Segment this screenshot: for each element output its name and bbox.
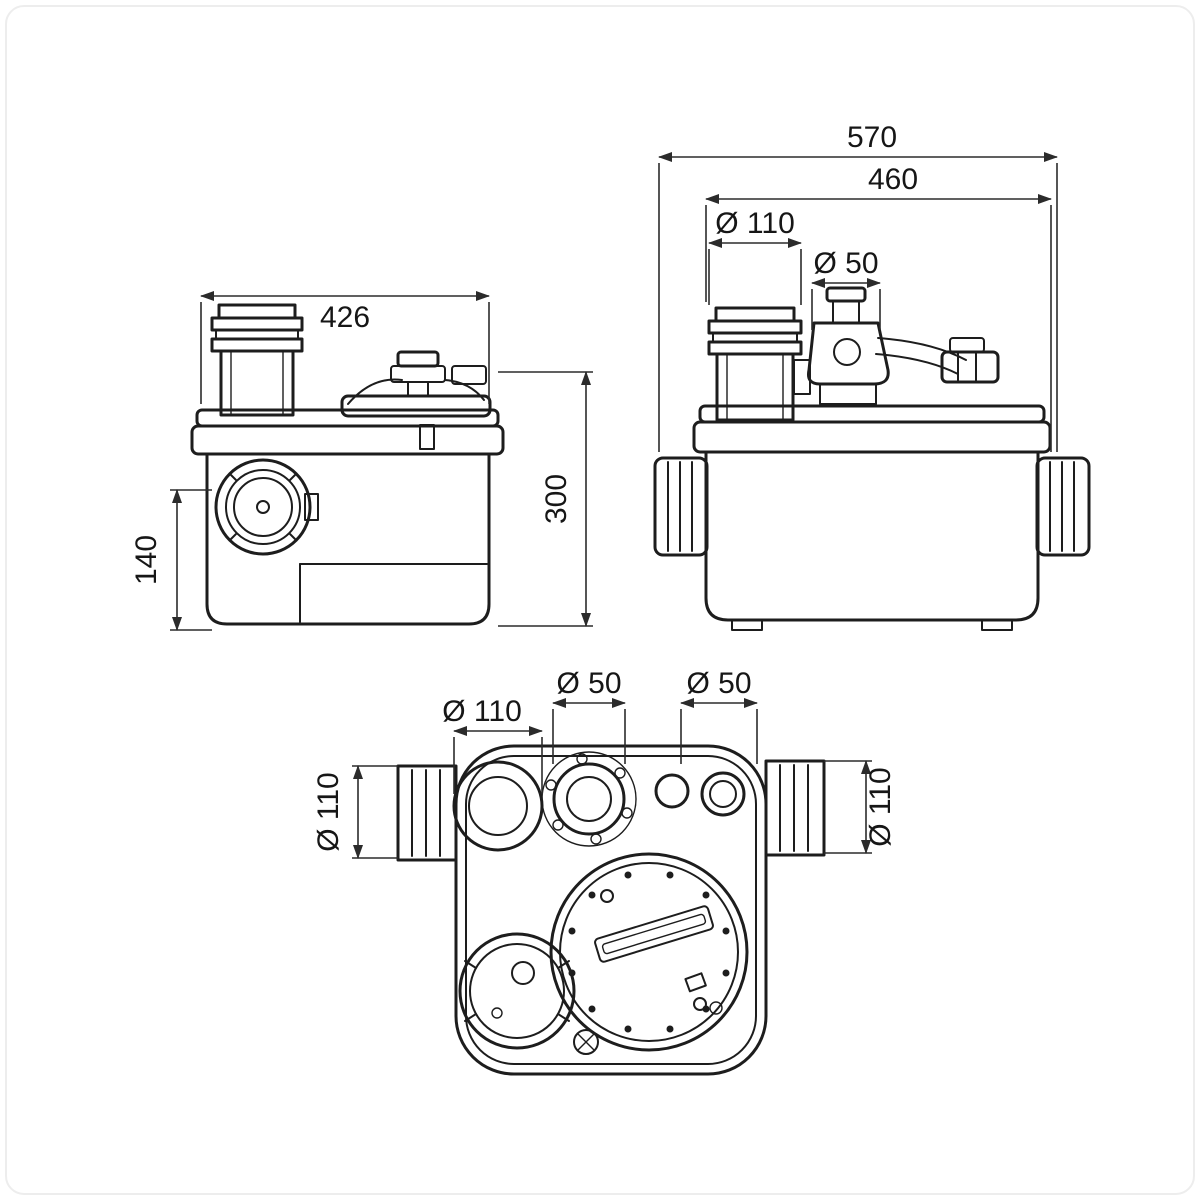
front-dim-inlet-dia: Ø 110	[708, 207, 802, 305]
plan-left-socket	[396, 764, 458, 862]
plan-vent-opening	[541, 751, 637, 847]
dim-label-plan-right-dia: Ø 110	[864, 767, 897, 847]
plan-right-socket	[764, 759, 826, 857]
side-dim-height: 300	[498, 371, 593, 627]
plan-view: Ø 110 Ø 50 Ø 50 Ø 110 Ø 110	[312, 667, 897, 1076]
plan-dim-left-socket-dia: Ø 110	[312, 765, 398, 859]
image-frame	[5, 5, 1195, 1195]
dim-label-front-outlet-dia: Ø 50	[813, 247, 878, 280]
side-tank-body	[205, 452, 491, 626]
side-inlet-port	[214, 458, 319, 556]
front-tank-body	[704, 450, 1040, 631]
plan-dim-vent-dia: Ø 50	[552, 667, 626, 764]
front-dim-outlet-dia: Ø 50	[811, 247, 881, 330]
dim-label-side-height: 300	[540, 474, 573, 524]
dim-label-plan-inlet-dia: Ø 110	[442, 695, 522, 728]
plan-screw-head	[573, 1001, 723, 1055]
front-lid	[692, 404, 1052, 454]
side-dim-inlet-height: 140	[130, 489, 212, 631]
dim-label-plan-outlet-dia: Ø 50	[686, 667, 751, 700]
side-view: 426 300 140	[130, 291, 593, 631]
dim-label-side-inlet-height: 140	[130, 535, 163, 585]
side-dim-width: 426	[200, 291, 490, 404]
plan-dim-right-socket-dia: Ø 110	[824, 760, 897, 854]
front-vent-valve-assembly	[793, 286, 1000, 405]
dim-label-front-inlet-dia: Ø 110	[715, 207, 795, 240]
front-dim-body-width: 460	[705, 163, 1052, 452]
dim-label-front-body-width: 460	[868, 163, 918, 196]
front-dim-overall-width: 570	[658, 121, 1058, 452]
plan-tank-outline	[454, 744, 768, 1076]
plan-inlet-opening	[452, 760, 544, 852]
dim-label-front-overall-width: 570	[847, 121, 897, 154]
front-accordion-inlet-pipe	[707, 306, 803, 422]
dim-label-side-width: 426	[320, 301, 370, 334]
side-accordion-inlet-pipe	[210, 303, 304, 417]
front-left-socket	[653, 456, 709, 557]
plan-outlet-openings	[654, 771, 746, 817]
plan-pump-cover	[458, 932, 576, 1050]
front-right-socket	[1035, 456, 1091, 557]
dim-label-plan-vent-dia: Ø 50	[556, 667, 621, 700]
motor-handle	[594, 905, 714, 963]
plan-dim-outlet-dia: Ø 50	[680, 667, 758, 764]
side-discharge-assembly	[340, 350, 492, 418]
dim-label-plan-left-dia: Ø 110	[312, 772, 345, 852]
plan-motor-cover	[549, 852, 749, 1052]
side-lid	[190, 408, 505, 456]
plan-dim-inlet-dia: Ø 110	[442, 695, 543, 794]
front-view: 570 460 Ø 110 Ø 50	[653, 121, 1091, 631]
